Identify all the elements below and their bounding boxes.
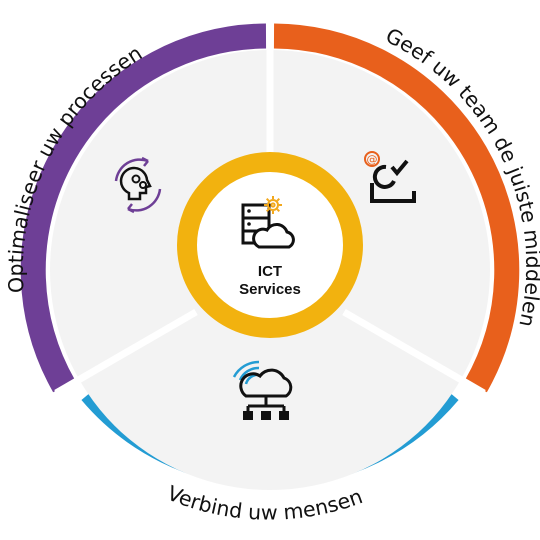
brain-gears-cycle-icon	[114, 156, 162, 214]
center-subtitle: Services	[239, 281, 301, 298]
equip-arc	[273, 23, 520, 393]
svg-text:@: @	[367, 153, 378, 166]
person-at-checkmark-icon: @	[364, 151, 416, 203]
optimize-arc	[20, 23, 267, 393]
cloud-network-wifi-icon	[232, 360, 293, 420]
server-cloud-gear-icon	[241, 196, 295, 249]
center-title: ICT	[258, 263, 282, 280]
